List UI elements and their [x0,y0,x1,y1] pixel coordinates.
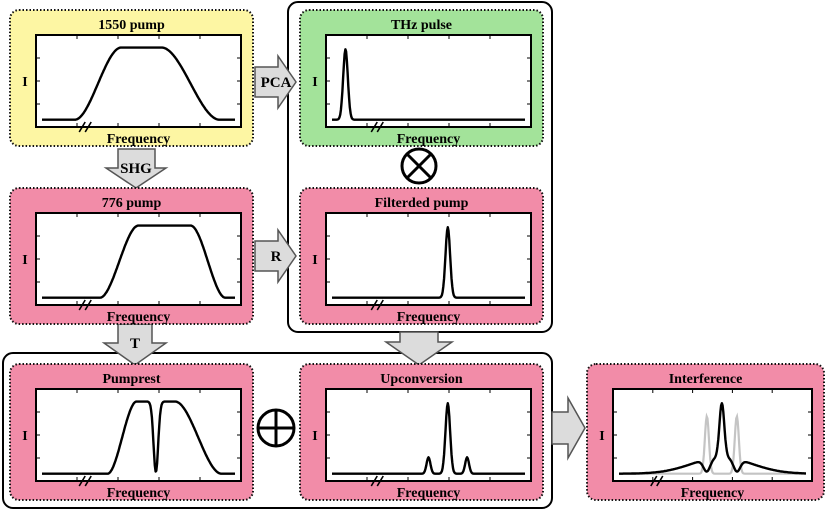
y-axis-label: I [22,429,27,444]
x-axis-label: Frequency [397,310,461,325]
y-axis-label: I [312,75,317,90]
x-axis-label: Frequency [397,486,461,501]
axis-ticks [326,389,531,481]
x-axis-label: Frequency [397,132,461,147]
arrow-shg-label: SHG [120,161,152,177]
multiply-operator-icon [400,147,438,185]
plot-area [612,388,813,482]
spectrum-trace [618,402,807,475]
panel-title: THz pulse [391,18,452,33]
panel-title: Pumprest [102,372,160,387]
plot-area [325,34,532,128]
spectrum-trace [331,48,526,121]
spectrum-trace [41,46,236,121]
panel-title: Upconversion [380,372,463,387]
arrow-pca-label: PCA [261,75,292,91]
axis-break-icon [370,299,384,311]
axis-ticks [326,35,531,127]
plot-area [325,388,532,482]
axis-break-icon [370,121,384,133]
axis-ticks [613,389,812,481]
axis-break-icon [78,121,92,133]
axis-ticks [36,213,241,305]
panel-title: Filterded pump [375,196,469,211]
y-axis-label: I [22,75,27,90]
y-axis-label: I [22,253,27,268]
axis-break-icon [370,475,384,487]
plot-area [35,388,242,482]
y-axis-label: I [312,253,317,268]
spectrum-trace [41,224,236,299]
spectrum-trace [331,226,526,299]
spectrum-trace [331,402,526,475]
x-axis-label: Frequency [681,486,745,501]
axis-ticks [36,389,241,481]
panel-title: 1550 pump [98,18,165,33]
axis-break-icon [78,299,92,311]
arrow-t-label: T [130,336,140,352]
axis-ticks [36,35,241,127]
axis-break-icon [650,475,664,487]
y-axis-label: I [599,429,604,444]
arrow-r: R [254,227,297,285]
arrow-pca: PCA [254,53,297,111]
arrow-t: T [101,323,169,366]
x-axis-label: Frequency [107,310,171,325]
arrow-to-interference [551,395,586,461]
x-axis-label: Frequency [107,486,171,501]
x-axis-label: Frequency [107,132,171,147]
axis-break-icon [78,475,92,487]
plot-area [325,212,532,306]
arrow-r-label: R [271,249,282,265]
y-axis-label: I [312,429,317,444]
panel-title: Interference [669,372,743,387]
add-operator-icon [256,408,296,448]
axis-ticks [326,213,531,305]
panel-title: 776 pump [102,196,162,211]
arrow-shg: SHG [103,148,169,189]
spectrum-trace [41,400,236,475]
arrow-down-to-upconversion [383,331,455,366]
